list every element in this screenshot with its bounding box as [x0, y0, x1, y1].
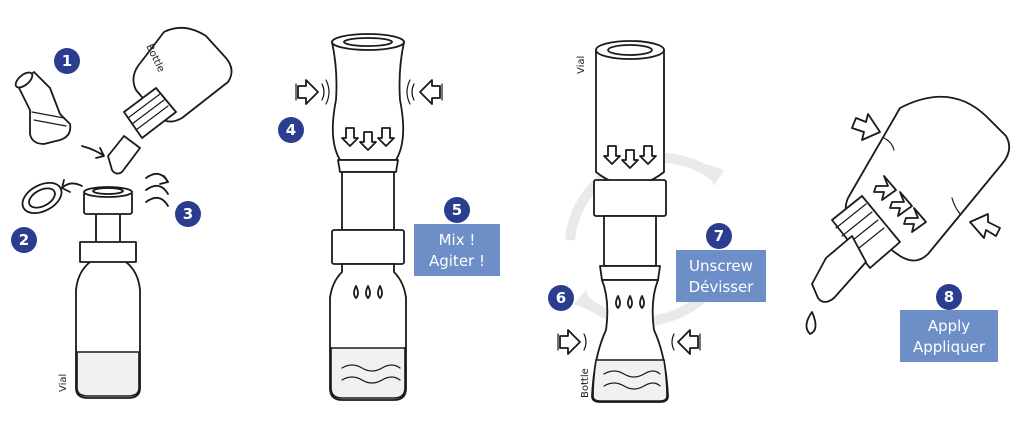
- svg-text:1: 1: [62, 52, 72, 70]
- bottle-label-2: Bottle: [580, 368, 591, 398]
- squeeze-arrows-icon: [851, 113, 1001, 239]
- step-8-label-line-1: Apply: [928, 317, 970, 335]
- step-badge-5: 5: [444, 197, 470, 223]
- cap-removal-arrow: [81, 145, 105, 159]
- step-7-label-line-1: Unscrew: [689, 257, 753, 275]
- dropper-cap-illustration: [14, 71, 72, 145]
- panel-apply: [805, 95, 1011, 335]
- panel-open-vial-and-bottle: Vial Bottle: [14, 26, 233, 399]
- step-7-label-line-2: Dévisser: [689, 278, 755, 296]
- squeeze-arrows-icon: [557, 329, 701, 355]
- step-5-label-box: Mix ! Agiter !: [414, 224, 500, 276]
- screw-rotation-icon: [145, 172, 169, 207]
- squeeze-arrows-icon: [295, 79, 443, 105]
- step-badge-4: 4: [278, 117, 304, 143]
- step-badge-2: 2: [11, 227, 37, 253]
- svg-text:7: 7: [714, 227, 724, 245]
- vial-label-1: Vial: [58, 374, 69, 392]
- step-5-label-line-1: Mix !: [439, 231, 476, 249]
- dropper-bottle-illustration: [107, 26, 233, 175]
- vial-illustration: [329, 171, 407, 401]
- step-badge-1: 1: [54, 48, 80, 74]
- panel-unscrew: Vial Bottle: [557, 40, 735, 403]
- step-8-label-box: Apply Appliquer: [900, 310, 998, 362]
- dropper-bottle-illustration: [805, 95, 1011, 335]
- step-5-label-line-2: Agiter !: [429, 252, 485, 270]
- step-8-label-line-2: Appliquer: [913, 338, 986, 356]
- step-badge-6: 6: [548, 285, 574, 311]
- step-7-label-box: Unscrew Dévisser: [676, 250, 766, 302]
- svg-text:3: 3: [183, 205, 193, 223]
- vial-label-2: Vial: [576, 56, 587, 74]
- lid-removal-arrow: [61, 179, 83, 193]
- svg-text:8: 8: [944, 288, 954, 306]
- step-badge-3: 3: [175, 201, 201, 227]
- svg-text:4: 4: [286, 121, 296, 139]
- drops-icon: [353, 285, 383, 299]
- svg-text:6: 6: [556, 289, 566, 307]
- drops-icon: [615, 295, 645, 309]
- inverted-bottle-illustration: [331, 33, 405, 173]
- bottle-illustration: [591, 265, 669, 403]
- down-arrows-icon: [603, 145, 657, 169]
- step-badge-8: 8: [936, 284, 962, 310]
- down-arrows-icon: [341, 127, 395, 151]
- svg-text:2: 2: [19, 231, 29, 249]
- diagonal-arrows-icon: [873, 175, 927, 233]
- step-badge-7: 7: [706, 223, 732, 249]
- vial-lid-illustration: [21, 181, 63, 215]
- vial-illustration: [75, 186, 141, 399]
- svg-text:5: 5: [452, 201, 462, 219]
- panel-mix: [295, 33, 443, 401]
